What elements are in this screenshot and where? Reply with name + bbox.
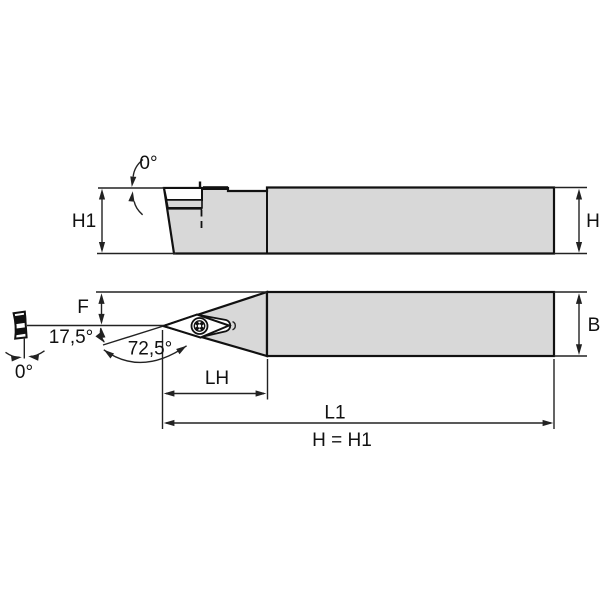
- lower-view-shank-body: [265, 290, 556, 358]
- side-angle-label: 17,5°: [49, 327, 94, 348]
- lh-dimension-label: LH: [205, 368, 229, 389]
- upper-view-shank-body: [162, 186, 556, 255]
- lh-arrow-left: [163, 390, 175, 397]
- upper-view-shim: [165, 199, 203, 209]
- upper-view-insert-pocket: [162, 187, 203, 201]
- h-arrow-up: [575, 188, 583, 200]
- b-arrow-down: [575, 344, 583, 355]
- insert-profile-top-edge: [14, 314, 27, 325]
- lead-angle-arrow-right: [176, 345, 187, 355]
- h1-arrow-up: [98, 188, 106, 200]
- h-arrow-down: [575, 242, 583, 253]
- zero-angle-arrow-left: [28, 354, 40, 361]
- upper-view-clamp-step: [203, 186, 228, 190]
- upper-rake-arrow-down: [130, 176, 137, 187]
- insert-profile-bottom-edge: [15, 327, 27, 336]
- zero-angle-label: 0°: [15, 362, 33, 383]
- l1-dimension-label: L1: [324, 403, 345, 424]
- l1-arrow-right: [542, 419, 554, 427]
- f-arrow-up: [98, 293, 105, 304]
- b-arrow-up: [575, 293, 583, 304]
- side-angle-line: [102, 325, 164, 346]
- h1-dimension-label: H1: [72, 211, 96, 232]
- f-dimension-label: F: [77, 297, 89, 318]
- lh-arrow-right: [255, 390, 267, 397]
- l1-arrow-left: [163, 419, 175, 427]
- height-equality-note: H = H1: [312, 430, 372, 451]
- lead-angle-label: 72,5°: [128, 339, 173, 360]
- upper-rake-angle-label: 0°: [139, 153, 157, 174]
- upper-rake-arrow-up: [128, 191, 135, 202]
- lower-view-slot-inner-cap: [232, 320, 236, 331]
- b-dimension-label: B: [588, 315, 600, 336]
- screw-center-dot: [197, 324, 202, 328]
- lead-angle-arrow-left: [103, 349, 115, 359]
- side-angle-arrow-down: [95, 332, 105, 343]
- upper-rake-leader-top: [132, 158, 144, 177]
- upper-rake-leader-bottom: [133, 201, 144, 216]
- screw-inner-circle: [193, 320, 206, 332]
- h-dimension-label: H: [586, 211, 600, 232]
- h1-arrow-down: [98, 242, 106, 253]
- f-arrow-down: [98, 313, 105, 325]
- zero-angle-arrow-right: [10, 355, 22, 362]
